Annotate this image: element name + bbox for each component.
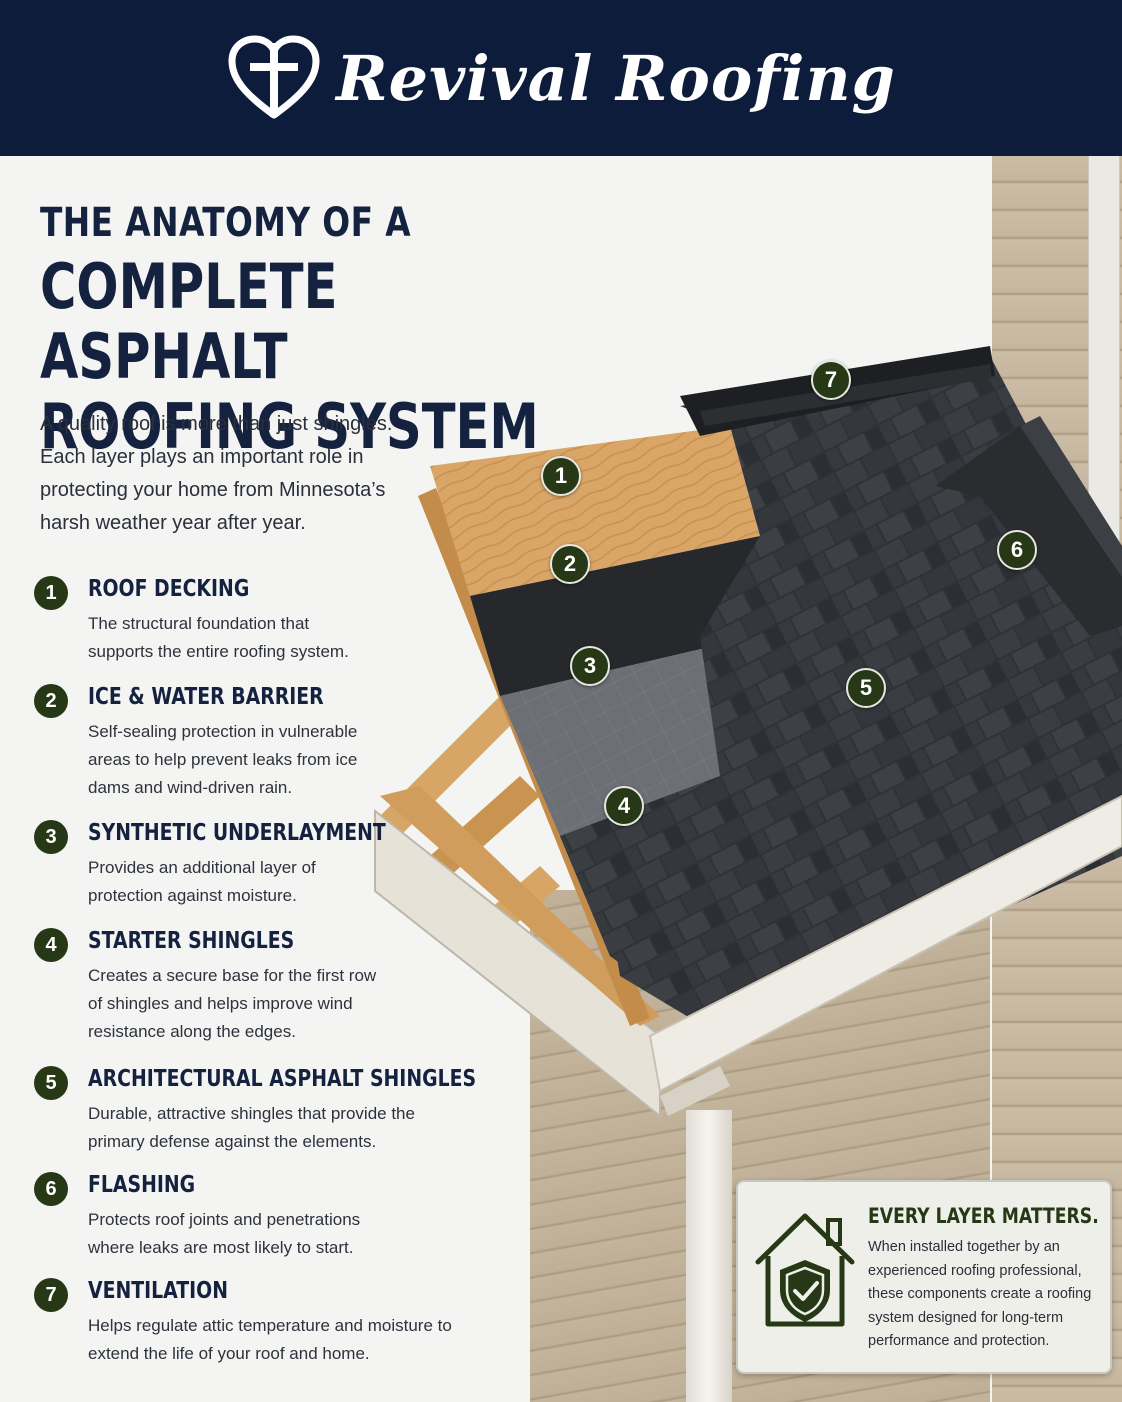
gutter — [648, 794, 1122, 1093]
callout-badge-5: 5 — [846, 668, 886, 708]
layer-number-badge: 6 — [34, 1172, 68, 1206]
layer-number-badge: 5 — [34, 1066, 68, 1100]
brand-header: Revival Roofing — [0, 0, 1122, 156]
roof-cross-section-illustration — [374, 346, 1122, 1119]
sub-fascia — [380, 786, 660, 1026]
callout-badge-2: 2 — [550, 544, 590, 584]
callout-badge-4: 4 — [604, 786, 644, 826]
layer-description: Helps regulate attic temperature and moi… — [88, 1316, 452, 1363]
callout-badge-3: 3 — [570, 646, 610, 686]
fascia-board — [374, 808, 661, 1119]
house-shield-check-icon — [755, 1213, 855, 1327]
layer-number-badge: 3 — [34, 820, 68, 854]
ice-water-barrier-layer — [470, 536, 800, 696]
layer-title: ARCHITECTURAL ASPHALT SHINGLES — [88, 1066, 477, 1092]
layer-number-badge: 1 — [34, 576, 68, 610]
brand-logo: Revival Roofing — [226, 33, 896, 123]
roof-decking-layer — [430, 426, 760, 596]
layer-description: Creates a secure base for the first row … — [88, 966, 377, 1041]
matters-title: EVERY LAYER MATTERS. — [868, 1204, 1099, 1228]
layer-description: Provides an additional layer of protecti… — [88, 858, 316, 905]
step-flashing — [935, 426, 1122, 636]
every-layer-matters-card: EVERY LAYER MATTERS. When installed toge… — [736, 1180, 1112, 1374]
brand-name: Revival Roofing — [336, 41, 896, 115]
layer-number-badge: 2 — [34, 684, 68, 718]
ridge-vent-slots — [700, 364, 992, 426]
layer-title: SYNTHETIC UNDERLAYMENT — [88, 820, 386, 846]
layer-title: VENTILATION — [88, 1278, 229, 1304]
matters-text: When installed together by an experience… — [868, 1239, 1092, 1349]
layer-description: Durable, attractive shingles that provid… — [88, 1104, 415, 1151]
layer-description: Protects roof joints and penetrations wh… — [88, 1210, 361, 1257]
layer-title: ICE & WATER BARRIER — [88, 684, 324, 710]
shingle-rows-lower — [600, 796, 820, 1036]
intro-paragraph: A quality roof is more than just shingle… — [40, 413, 393, 534]
callout-badge-7: 7 — [811, 360, 851, 400]
layer-title: STARTER SHINGLES — [88, 928, 295, 954]
flashing-edge — [1020, 416, 1122, 576]
headline-big: COMPLETE ASPHALT ROOFING SYSTEM — [40, 252, 552, 462]
headline-big-line-1: COMPLETE ASPHALT — [40, 250, 338, 393]
headline-small: THE ANATOMY OF A — [40, 200, 412, 246]
layer-number-badge: 4 — [34, 928, 68, 962]
heart-cross-logo-icon — [228, 35, 320, 119]
layer-title: ROOF DECKING — [88, 576, 250, 602]
callout-badge-1: 1 — [541, 456, 581, 496]
layer-title: FLASHING — [88, 1172, 196, 1198]
headline-big-line-2: ROOFING SYSTEM — [40, 390, 539, 463]
gutter-downspout — [686, 1110, 732, 1402]
layer-description: The structural foundation that supports … — [88, 614, 349, 661]
drip-edge — [660, 1066, 730, 1116]
callout-badge-6: 6 — [997, 530, 1037, 570]
layer-description: Self-sealing protection in vulnerable ar… — [88, 722, 358, 797]
layer-number-badge: 7 — [34, 1278, 68, 1312]
